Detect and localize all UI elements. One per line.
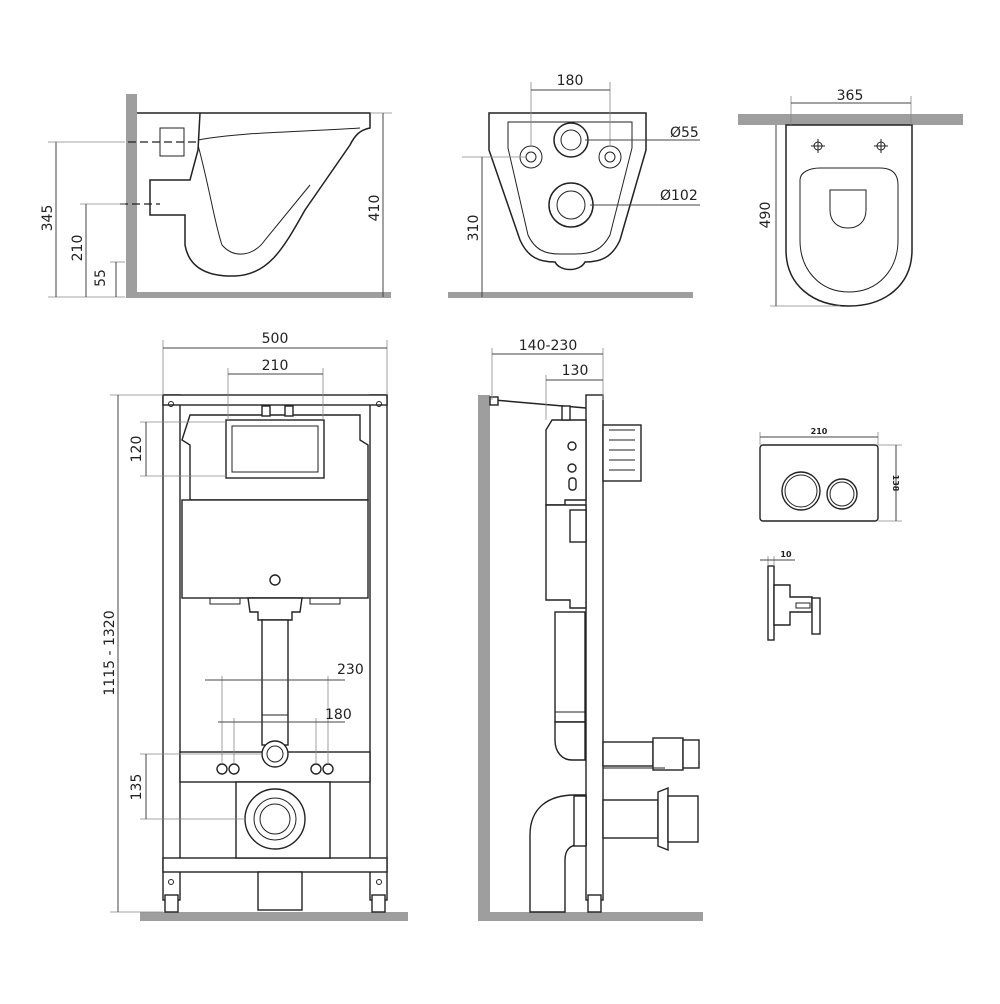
flush-pipe-side [554, 611, 586, 723]
dim-label-d55: Ø55 [670, 125, 699, 141]
flush-button-small [826, 478, 858, 510]
flush-pipe-connector [247, 597, 303, 621]
dim-label-140-230: 140-230 [519, 338, 578, 354]
drain-pipe [257, 871, 303, 911]
dim-label-d102: Ø102 [660, 188, 698, 204]
floor [478, 912, 703, 921]
flush-pipe [261, 619, 289, 746]
flush-plate-mount [602, 424, 642, 482]
dim-label-230: 230 [337, 662, 364, 678]
wc-back-body [488, 112, 647, 271]
dim-label-500: 500 [262, 331, 289, 347]
dim-label-plate-h: 138 [891, 475, 900, 492]
flush-plate-view: 210 138 10 [759, 427, 902, 641]
flush-mechanism [773, 584, 813, 626]
foot-left [164, 894, 179, 913]
wc-back-view: 180 Ø55 Ø102 310 [448, 73, 700, 298]
wall [126, 94, 137, 298]
flush-connector [602, 741, 654, 767]
dim-label-55: 55 [93, 269, 109, 287]
cistern-side-top [545, 419, 587, 506]
dim-label-490: 490 [758, 202, 774, 229]
dim-label-height: 1115 - 1320 [102, 610, 118, 695]
dim-label-130: 130 [562, 363, 589, 379]
wc-body [137, 112, 371, 277]
wall [738, 114, 963, 125]
frame-post [585, 394, 604, 901]
wc-seat [799, 167, 899, 293]
flush-button-large [781, 471, 821, 511]
flush-pipe-bend [554, 721, 586, 761]
wall-bracket [493, 399, 587, 409]
wc-top-view: 365 490 [738, 88, 963, 307]
wc-top-body [785, 124, 913, 307]
dim-label-310: 310 [466, 215, 482, 242]
frame-bottom-rail [162, 857, 388, 873]
wc-rim [197, 127, 361, 141]
floor [140, 912, 408, 921]
frame-front-view: 500 210 120 1115 - 1320 230 180 135 [102, 331, 408, 921]
flush-plate-side [767, 565, 775, 641]
dim-label-210: 210 [70, 235, 86, 262]
floor [126, 292, 391, 298]
frame-top-rail [162, 394, 388, 406]
mount-hole-right [598, 145, 622, 169]
wc-back-inner [507, 121, 633, 255]
frame-side-view: 140-230 130 [478, 338, 703, 921]
dim-label-345: 345 [40, 205, 56, 232]
dim-label-plate-t: 10 [780, 550, 792, 559]
dim-label-plate-w: 210 [811, 427, 828, 436]
wc-side-view: 345 210 55 410 [40, 94, 392, 298]
floor [448, 292, 693, 298]
dim-label-120: 120 [129, 436, 145, 463]
cistern-valve [269, 574, 281, 586]
drain-hole-102 [548, 182, 594, 228]
dim-label-180: 180 [557, 73, 584, 89]
inlet-hole-55 [553, 122, 589, 158]
inlet-connector [159, 127, 185, 157]
wall [478, 395, 490, 920]
flush-outlet [261, 740, 289, 768]
drain-connector [602, 799, 659, 839]
dim-label-365: 365 [837, 88, 864, 104]
wc-bowl-opening [829, 189, 867, 229]
dim-label-210: 210 [262, 358, 289, 374]
dim-label-410: 410 [367, 195, 383, 222]
foot-right [371, 894, 386, 913]
frame-post-left [162, 394, 181, 901]
flush-opening [225, 419, 325, 479]
wc-bowl-inner [197, 144, 311, 255]
dim-label-180: 180 [325, 707, 352, 723]
dim-label-135: 135 [129, 774, 145, 801]
frame-post-right [369, 394, 388, 901]
